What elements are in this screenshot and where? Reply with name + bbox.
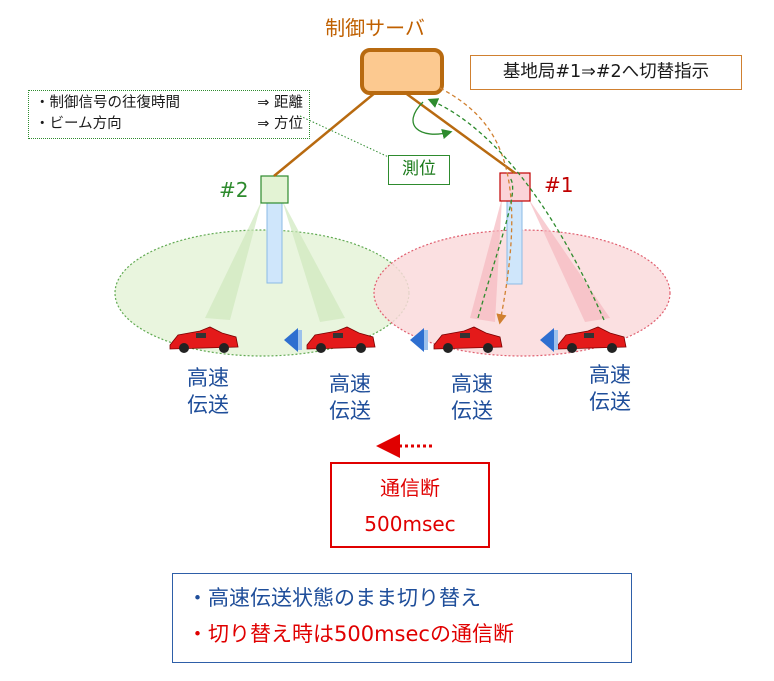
backhaul-bs1 bbox=[403, 90, 516, 175]
high-speed-label-2: 高速 伝送 bbox=[310, 371, 390, 425]
interruption-title: 通信断 bbox=[380, 476, 440, 500]
summary-box: ・高速伝送状態のまま切り替え ・切り替え時は500msecの通信断 bbox=[172, 573, 632, 663]
interruption-box: 通信断 500msec bbox=[330, 462, 490, 548]
car-1 bbox=[169, 326, 239, 353]
direction-arrow-3 bbox=[540, 328, 554, 352]
control-signal-loop bbox=[412, 101, 453, 140]
mast-bs1 bbox=[506, 200, 523, 285]
summary-line-1: ・高速伝送状態のまま切り替え bbox=[187, 586, 481, 610]
high-speed-label-4-line2: 伝送 bbox=[589, 390, 631, 414]
note-row-distance-left: ・制御信号の往復時間 bbox=[35, 95, 180, 111]
direction-arrow-1 bbox=[284, 328, 298, 352]
note-row-distance-right: ⇒ 距離 bbox=[257, 95, 303, 111]
car-2 bbox=[306, 326, 376, 353]
high-speed-label-3-line1: 高速 bbox=[451, 372, 493, 396]
high-speed-label-3: 高速 伝送 bbox=[432, 371, 512, 425]
control-signal-down bbox=[477, 177, 514, 319]
note-row-direction-left: ・ビーム方向 bbox=[35, 116, 122, 132]
note-leader bbox=[299, 115, 396, 161]
direction-arrow-2 bbox=[410, 328, 424, 352]
instruction-arrow bbox=[439, 87, 513, 325]
direction-arrow-2-tail bbox=[424, 330, 428, 350]
high-speed-label-3-line2: 伝送 bbox=[451, 399, 493, 423]
control-server bbox=[360, 48, 444, 95]
control-signal-up bbox=[427, 98, 605, 321]
high-speed-label-2-line2: 伝送 bbox=[329, 399, 371, 423]
backhaul-bs2 bbox=[273, 91, 377, 177]
switch-instruction-box: 基地局#1⇒#2へ切替指示 bbox=[470, 55, 742, 90]
note-row-direction-right: ⇒ 方位 bbox=[257, 116, 303, 132]
high-speed-label-4-line1: 高速 bbox=[589, 363, 631, 387]
car-3 bbox=[433, 326, 503, 353]
server-label: 制御サーバ bbox=[325, 16, 425, 40]
antenna-bs2 bbox=[260, 175, 289, 204]
direction-arrow-3-tail bbox=[554, 330, 558, 350]
control-signal-note: ・制御信号の往復時間 ⇒ 距離 ・ビーム方向 ⇒ 方位 bbox=[28, 90, 310, 139]
beam-bs2-left bbox=[205, 200, 262, 320]
antenna-bs1 bbox=[499, 172, 531, 202]
beam-bs1-right bbox=[528, 198, 610, 322]
positioning-label: 測位 bbox=[388, 155, 450, 185]
direction-arrow-1-tail bbox=[298, 330, 302, 350]
high-speed-label-1-line1: 高速 bbox=[187, 366, 229, 390]
car-4 bbox=[557, 326, 627, 353]
base-station-2-label: #2 bbox=[219, 178, 249, 202]
high-speed-label-2-line1: 高速 bbox=[329, 372, 371, 396]
beam-bs1-left bbox=[470, 198, 502, 322]
mast-bs2 bbox=[266, 202, 283, 284]
note-row-distance: ・制御信号の往復時間 ⇒ 距離 bbox=[35, 93, 303, 114]
high-speed-label-4: 高速 伝送 bbox=[570, 362, 650, 416]
high-speed-label-1: 高速 伝送 bbox=[168, 365, 248, 419]
beam-bs2-right bbox=[282, 200, 345, 322]
base-station-1-label: #1 bbox=[544, 173, 574, 197]
high-speed-label-1-line2: 伝送 bbox=[187, 393, 229, 417]
interruption-duration: 500msec bbox=[364, 512, 456, 536]
summary-line-2: ・切り替え時は500msecの通信断 bbox=[187, 622, 514, 646]
note-row-direction: ・ビーム方向 ⇒ 方位 bbox=[35, 114, 303, 135]
